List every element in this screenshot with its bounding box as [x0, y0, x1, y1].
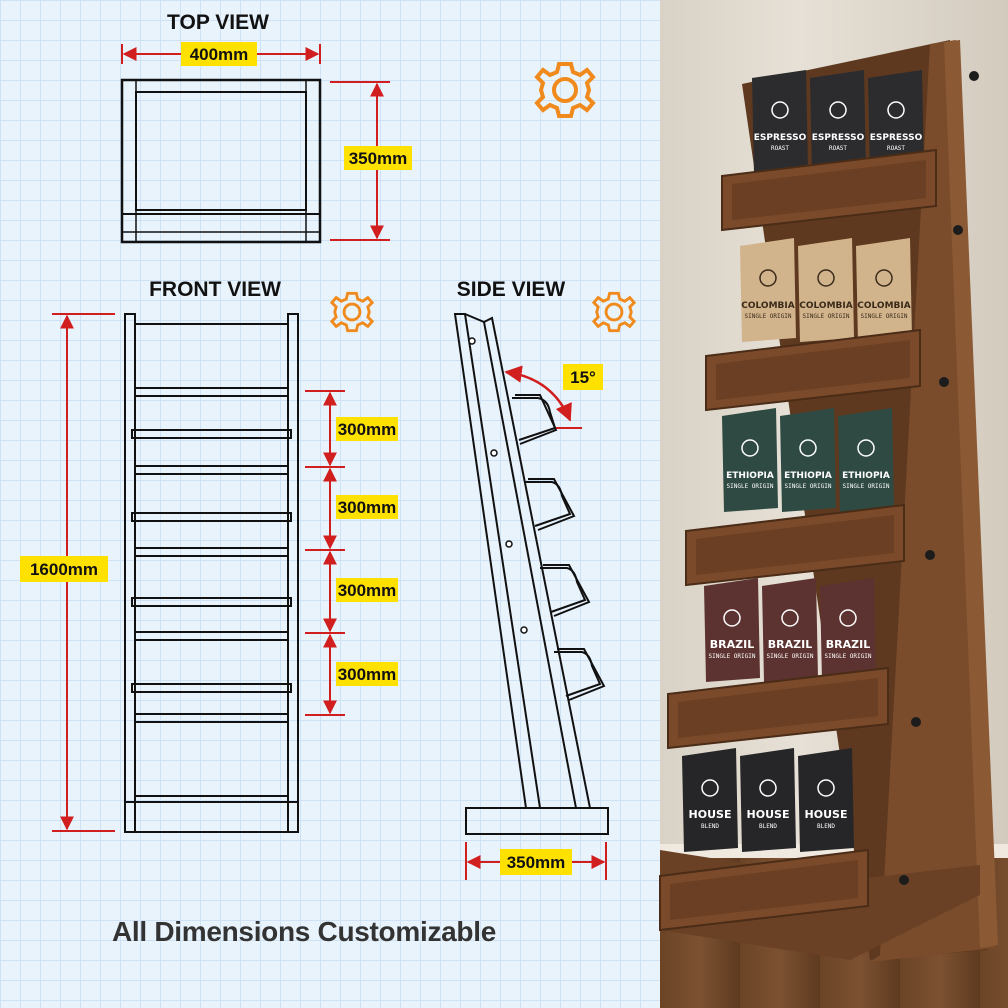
bag-sub: BLEND: [817, 823, 835, 830]
bag-name: BRAZIL: [768, 638, 812, 651]
bag-name: BRAZIL: [710, 638, 754, 651]
shelf-box: [667, 666, 889, 750]
top-view: TOP VIEW 400mm 350mm: [120, 11, 412, 244]
front-height-badge: [20, 556, 108, 582]
front-rack: [124, 313, 299, 833]
bag-name: COLOMBIA: [857, 301, 910, 311]
side-view: SIDE VIEW: [453, 278, 609, 880]
bag-name: ESPRESSO: [870, 133, 923, 143]
bag-name: COLOMBIA: [741, 301, 794, 311]
top-depth-badge: [344, 146, 412, 170]
bag-name: ETHIOPIA: [842, 471, 890, 481]
side-depth-badge: [500, 849, 572, 875]
coffee-bag: ESPRESSO ROAST: [868, 70, 924, 174]
coffee-bag: COLOMBIA SINGLE ORIGIN: [798, 238, 854, 342]
bag-sub: ROAST: [771, 145, 789, 152]
bag-sub: SINGLE ORIGIN: [785, 483, 832, 490]
bag-sub: ROAST: [887, 145, 905, 152]
bag-name: BRAZIL: [826, 638, 870, 651]
bag-sub: SINGLE ORIGIN: [843, 483, 890, 490]
coffee-bags: ESPRESSO ROAST ESPRESSO ROAST ESPRESSO ROAST C…: [659, 70, 937, 932]
angle-badge: [563, 364, 603, 390]
side-depth-label: 350mm: [507, 853, 566, 872]
spacing-label-3: 300mm: [338, 581, 397, 600]
bag-sub: ROAST: [829, 145, 847, 152]
front-view-title: FRONT VIEW: [149, 278, 281, 301]
bag-name: HOUSE: [689, 808, 732, 821]
coffee-bag: ESPRESSO ROAST: [810, 70, 866, 174]
shelf-box: [705, 328, 921, 412]
side-rack: [453, 313, 609, 835]
spacing-label-4: 300mm: [338, 665, 397, 684]
coffee-bag: ETHIOPIA SINGLE ORIGIN: [780, 408, 836, 512]
spacing-label-2: 300mm: [338, 498, 397, 517]
side-angle-label: 15°: [570, 368, 596, 387]
bag-name: HOUSE: [805, 808, 848, 821]
bag-sub: SINGLE ORIGIN: [727, 483, 774, 490]
front-height-label: 1600mm: [30, 560, 98, 579]
bag-sub: BLEND: [701, 823, 719, 830]
spacing-label-1: 300mm: [338, 420, 397, 439]
bag-name: ETHIOPIA: [784, 471, 832, 481]
top-depth-label: 350mm: [349, 149, 408, 168]
bag-name: ESPRESSO: [754, 133, 807, 143]
coffee-bag: ETHIOPIA SINGLE ORIGIN: [722, 408, 778, 512]
bag-sub: SINGLE ORIGIN: [803, 313, 850, 320]
shelf-box: [659, 848, 869, 932]
front-view: FRONT VIEW 1600mm: [20, 278, 398, 833]
bag-sub: SINGLE ORIGIN: [861, 313, 908, 320]
top-view-title: TOP VIEW: [167, 11, 269, 34]
coffee-bag: BRAZIL SINGLE ORIGIN: [762, 578, 818, 682]
gear-icon: [592, 291, 636, 333]
bag-name: ETHIOPIA: [726, 471, 774, 481]
side-view-title: SIDE VIEW: [457, 278, 566, 301]
coffee-bag: HOUSE BLEND: [682, 748, 738, 852]
coffee-bag: ETHIOPIA SINGLE ORIGIN: [838, 408, 894, 512]
top-frame: [120, 78, 322, 244]
top-width-label: 400mm: [190, 45, 249, 64]
shelf-box: [721, 148, 937, 232]
angle-arc: [504, 365, 572, 422]
bag-name: ESPRESSO: [812, 133, 865, 143]
shelf-spacing-dims: [305, 390, 345, 716]
gear-icon: [330, 291, 374, 333]
coffee-bag: BRAZIL SINGLE ORIGIN: [820, 578, 876, 682]
bag-name: HOUSE: [747, 808, 790, 821]
bag-sub: BLEND: [759, 823, 777, 830]
gear-icon: [534, 62, 596, 118]
customizable-footer: All Dimensions Customizable: [112, 916, 496, 947]
coffee-bag: COLOMBIA SINGLE ORIGIN: [856, 238, 912, 342]
coffee-bag: BRAZIL SINGLE ORIGIN: [704, 578, 760, 682]
shelf-box: [685, 503, 905, 587]
bag-sub: SINGLE ORIGIN: [745, 313, 792, 320]
coffee-bag: HOUSE BLEND: [798, 748, 854, 852]
coffee-bag: ESPRESSO ROAST: [752, 70, 808, 174]
bag-name: COLOMBIA: [799, 301, 852, 311]
bag-sub: SINGLE ORIGIN: [825, 653, 872, 660]
bag-sub: SINGLE ORIGIN: [767, 653, 814, 660]
coffee-bag: HOUSE BLEND: [740, 748, 796, 852]
coffee-bag: COLOMBIA SINGLE ORIGIN: [740, 238, 796, 342]
bag-sub: SINGLE ORIGIN: [709, 653, 756, 660]
top-width-badge: [181, 42, 257, 66]
